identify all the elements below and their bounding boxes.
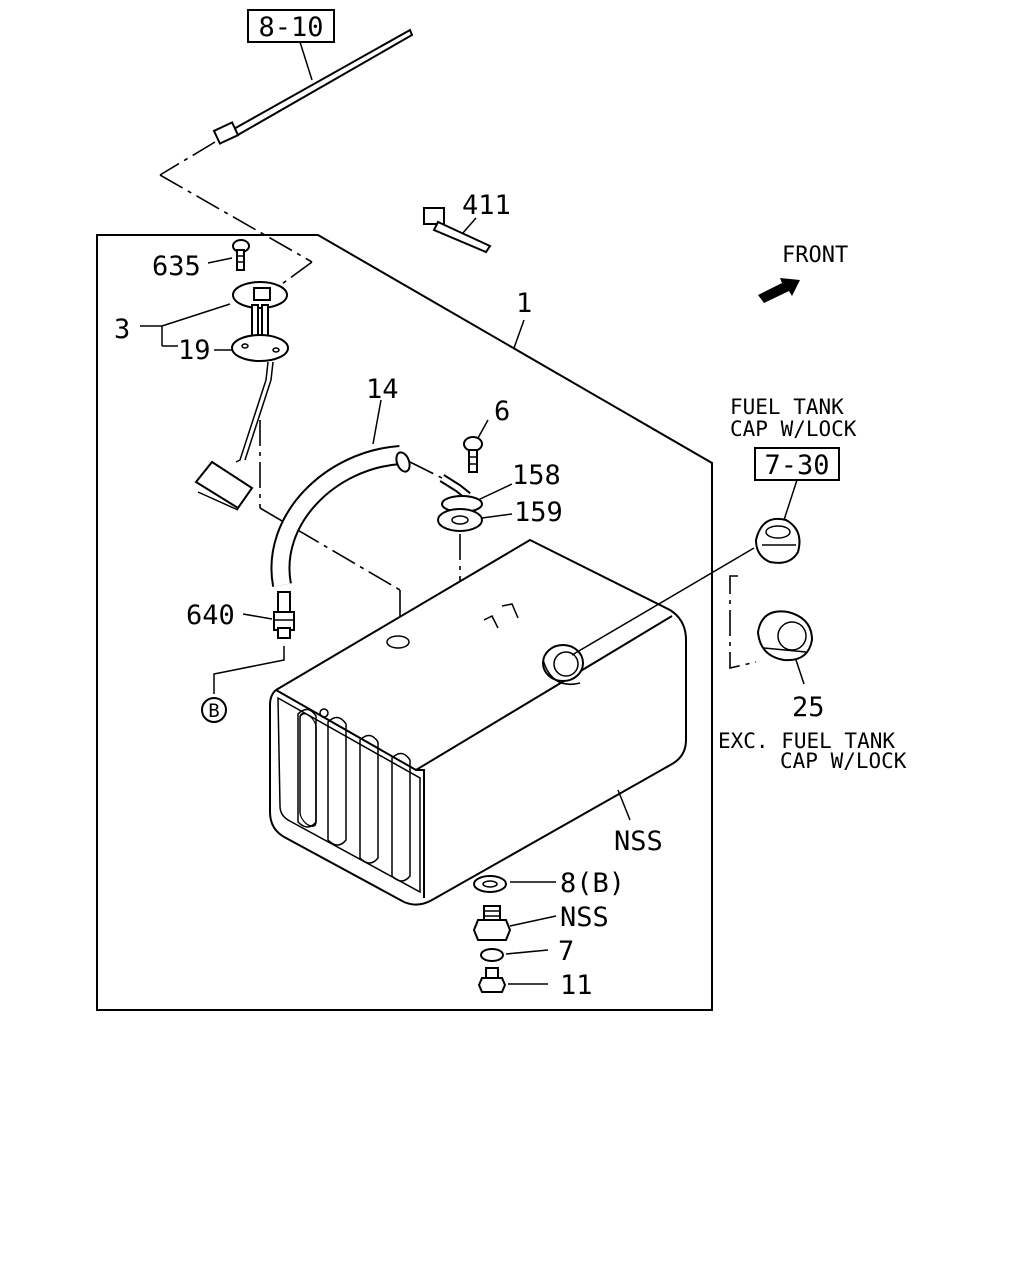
cable-tie: 411 xyxy=(423,190,511,254)
ref-box-7-30[interactable] xyxy=(754,447,840,481)
callout-640[interactable]: 640 xyxy=(186,600,235,631)
connector-640: 640 B xyxy=(186,591,295,723)
callout-159[interactable]: 159 xyxy=(514,497,563,528)
harness-wire: 8-10 xyxy=(159,9,414,301)
callout-drain-nss[interactable]: NSS xyxy=(560,902,609,933)
screw-635: 635 xyxy=(152,239,250,282)
callout-411[interactable]: 411 xyxy=(462,190,511,221)
ref-box-8-10[interactable] xyxy=(247,9,335,43)
assembly-boundary xyxy=(96,234,713,1011)
sender-gasket xyxy=(231,334,289,362)
ref-circle-b[interactable] xyxy=(201,697,227,723)
note-lock-line1: FUEL TANK xyxy=(730,395,844,419)
note-exc-line1: EXC. FUEL TANK xyxy=(718,729,895,753)
ref-7-30-label: 7-30 xyxy=(764,450,829,481)
sender-port xyxy=(386,635,410,649)
tank-outline xyxy=(269,538,687,906)
cable-tie-head xyxy=(423,207,445,225)
fuel-tank: NSS xyxy=(269,538,687,906)
callout-19[interactable]: 19 xyxy=(178,335,211,366)
note-exc-line2: CAP W/LOCK xyxy=(780,749,907,773)
callout-635[interactable]: 635 xyxy=(152,251,201,282)
callout-3[interactable]: 3 xyxy=(114,314,130,345)
gasket-7 xyxy=(480,948,504,962)
ref-circle-b-label: B xyxy=(208,700,219,722)
front-indicator: FRONT xyxy=(758,243,848,303)
washer-8b xyxy=(473,875,507,893)
callout-1[interactable]: 1 xyxy=(516,288,532,319)
callout-6[interactable]: 6 xyxy=(494,396,510,427)
callout-25[interactable]: 25 xyxy=(792,692,825,723)
callout-14[interactable]: 14 xyxy=(366,374,399,405)
fuel-sender-unit: 3 19 xyxy=(114,281,401,640)
harness-connector xyxy=(212,121,240,145)
front-arrow-icon xyxy=(758,278,800,303)
callout-7[interactable]: 7 xyxy=(558,936,574,967)
callout-tank-nss[interactable]: NSS xyxy=(614,826,663,857)
cap-with-lock: FUEL TANK CAP W/LOCK 7-30 xyxy=(730,395,857,564)
callout-158[interactable]: 158 xyxy=(512,460,561,491)
drain-fitting xyxy=(472,919,512,941)
cap-plain: 25 EXC. FUEL TANK CAP W/LOCK xyxy=(718,610,907,773)
sender-float xyxy=(194,460,254,510)
drain-plug xyxy=(477,977,507,993)
callout-11[interactable]: 11 xyxy=(560,970,593,1001)
front-label: FRONT xyxy=(782,243,848,268)
ref-8-10-label: 8-10 xyxy=(258,12,323,43)
plain-cap xyxy=(756,610,814,662)
fuel-hose: 14 xyxy=(270,374,443,587)
note-lock-line2: CAP W/LOCK xyxy=(730,417,857,441)
vent-assembly: 6 158 159 xyxy=(437,396,563,662)
tank-ribs xyxy=(297,708,411,882)
drain-parts: 8(B) NSS 7 11 xyxy=(472,868,625,1001)
callout-8b[interactable]: 8(B) xyxy=(560,868,625,899)
